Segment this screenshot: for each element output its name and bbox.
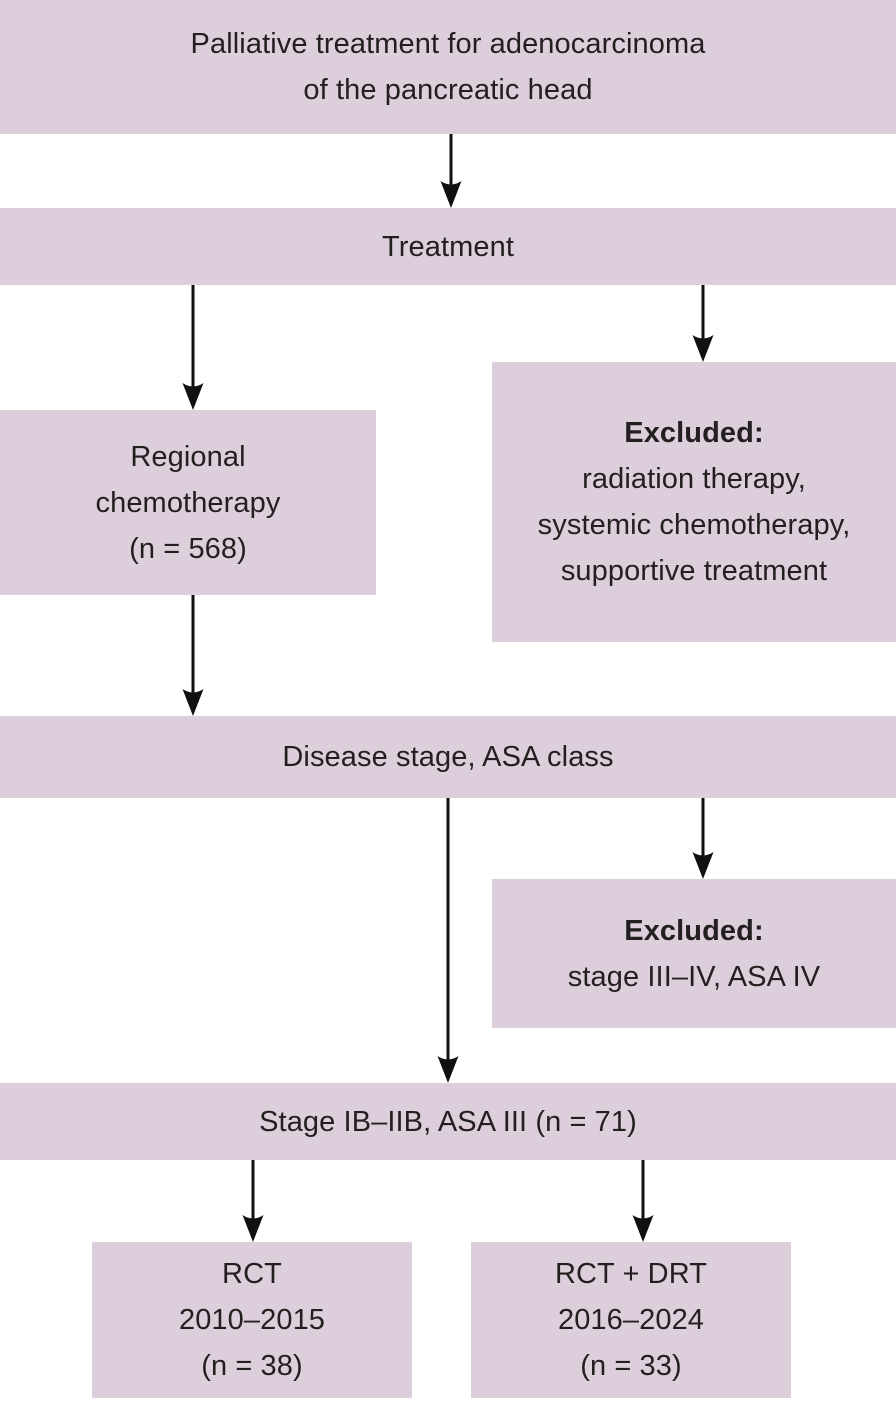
node-excluded-stage-line1: stage III–IV, ASA IV (567, 960, 821, 993)
node-palliative-treatment: Palliative treatment for adenocarcinoma … (0, 0, 896, 134)
node-excluded-stage-heading: Excluded: (624, 914, 764, 947)
node-rct-line1: RCT (222, 1258, 282, 1290)
arrowhead-title-to-treatment (440, 181, 462, 208)
node-regional-line3: (n = 568) (129, 532, 247, 565)
node-rct-line2: 2010–2015 (178, 1304, 326, 1336)
arrowhead-disease-to-stage (437, 1056, 459, 1083)
node-excluded-treatment-heading: Excluded: (624, 417, 764, 449)
node-stage-selection: Stage IB–IIB, ASA III (n = 71) (0, 1083, 896, 1160)
arrowhead-treatment-to-excluded1 (692, 335, 714, 362)
node-regional-chemotherapy: Regional chemotherapy (n = 568) (0, 410, 376, 595)
node-regional-line1: Regional (130, 440, 246, 473)
node-stage-selection-label: Stage IB–IIB, ASA III (n = 71) (259, 1105, 637, 1138)
node-rct-drt-group: RCT + DRT 2016–2024 (n = 33) (471, 1242, 791, 1398)
node-treatment-label: Treatment (382, 230, 514, 263)
node-treatment: Treatment (0, 208, 896, 285)
node-rct-drt-line3: (n = 33) (580, 1350, 682, 1382)
node-rct-drt-line2: 2016–2024 (557, 1304, 705, 1336)
node-excluded-treatment-line1: radiation therapy, (582, 463, 806, 495)
node-regional-line2: chemotherapy (95, 486, 281, 519)
node-excluded-treatment-line2: systemic chemotherapy, (537, 509, 851, 541)
node-rct-group: RCT 2010–2015 (n = 38) (92, 1242, 412, 1398)
node-rct-drt-line1: RCT + DRT (554, 1258, 708, 1290)
node-excluded-treatment-line3: supportive treatment (560, 555, 828, 587)
arrowhead-treatment-to-regional (182, 383, 204, 410)
node-excluded-stage: Excluded: stage III–IV, ASA IV (492, 879, 896, 1028)
arrowhead-stage-to-rct (242, 1215, 264, 1242)
node-disease-stage-label: Disease stage, ASA class (282, 741, 614, 773)
arrowhead-regional-to-disease (182, 689, 204, 716)
node-disease-stage: Disease stage, ASA class (0, 716, 896, 798)
node-title-line1: Palliative treatment for adenocarcinoma (190, 28, 706, 60)
node-title-line2: of the pancreatic head (303, 74, 593, 106)
node-rct-line3: (n = 38) (201, 1350, 303, 1382)
arrowhead-stage-to-rctdrt (632, 1215, 654, 1242)
node-excluded-treatment: Excluded: radiation therapy, systemic ch… (492, 362, 896, 642)
arrowhead-disease-to-excluded2 (692, 852, 714, 879)
